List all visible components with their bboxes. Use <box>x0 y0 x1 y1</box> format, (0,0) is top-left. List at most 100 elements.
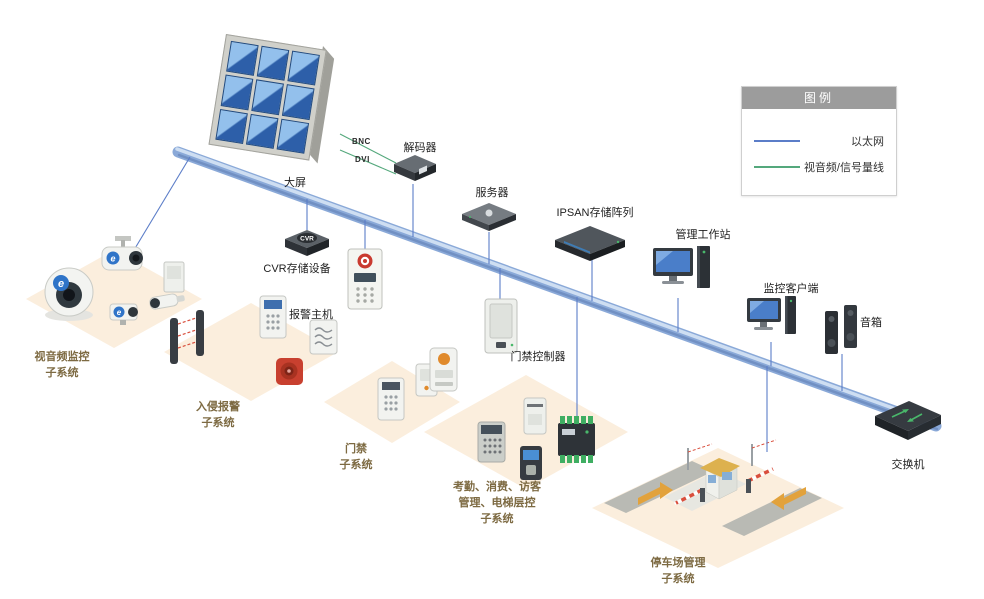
camera-logo: e <box>113 306 125 318</box>
cvr-storage: CVR <box>283 226 331 263</box>
link-dvi <box>339 149 397 175</box>
svg-text:e: e <box>110 254 115 264</box>
access-controller <box>483 298 519 359</box>
ethernet-links <box>133 156 843 452</box>
av-signal-label: 视音频/信号量线 <box>803 162 884 174</box>
workstation-icon <box>653 246 710 288</box>
alarm-keypad <box>258 294 290 347</box>
video-wall-label: 大屏 <box>284 177 306 189</box>
cvr-badge: CVR <box>300 236 314 243</box>
switch-icon <box>875 401 941 440</box>
parking-road-entry <box>604 461 714 513</box>
barrier-gate-entry-icon <box>674 488 705 505</box>
workstation-label: 管理工作站 <box>675 229 731 241</box>
bnc-cable-label: BNC <box>352 137 371 146</box>
attendance-subsystem-label: 考勤、消费、访客 管理、电梯层控 子系统 <box>453 481 541 525</box>
video-wall <box>208 34 356 174</box>
alarm-host <box>346 248 384 315</box>
fingerprint-terminal <box>518 444 546 489</box>
decoder-icon <box>394 155 436 181</box>
monitoring-client <box>746 296 798 347</box>
parking-arrow-exit <box>771 487 806 510</box>
dvi-cable-label: DVI <box>355 155 370 164</box>
dome-camera-icon: e <box>44 267 94 321</box>
bullet-camera <box>146 288 188 321</box>
parking-road-exit <box>722 488 822 536</box>
switch <box>872 394 944 449</box>
barrier-gate-exit-icon <box>746 467 775 493</box>
legend: 图例 以太网 视音频/信号量线 <box>741 86 897 196</box>
svg-text:e: e <box>117 308 122 317</box>
alarm-host-label: 报警主机 <box>289 309 333 321</box>
legend-item-ethernet: 以太网 <box>754 133 884 149</box>
video-surveillance-subsystem-label: 视音频监控 子系统 <box>34 351 90 379</box>
ptz-camera: e <box>96 236 148 289</box>
ethernet-label: 以太网 <box>851 136 884 148</box>
monitoring-client-label: 监控客户端 <box>763 283 819 295</box>
speaker-label: 音箱 <box>860 317 882 329</box>
curtain-detector-icon <box>309 319 338 355</box>
switch-label: 交换机 <box>891 459 925 471</box>
svg-text:e: e <box>58 278 64 290</box>
management-workstation <box>652 246 712 303</box>
signal-links <box>339 133 397 175</box>
pos-terminal <box>476 420 508 471</box>
speaker <box>824 302 860 361</box>
ipsan-storage <box>552 222 628 267</box>
beam-detectors-icon <box>170 310 204 364</box>
parking-lot <box>604 439 822 536</box>
video-wall-icon <box>208 34 327 161</box>
camera-wall-panel-icon <box>163 261 185 293</box>
link-cameras-bus <box>133 156 191 251</box>
ethernet-line-swatch <box>754 140 800 142</box>
siren-icon <box>276 358 303 385</box>
server-icon <box>462 203 516 231</box>
box-camera: e <box>108 296 144 333</box>
siren <box>274 354 306 395</box>
camera-logo: e <box>106 251 120 265</box>
legend-body: 以太网 视音频/信号量线 <box>742 109 896 195</box>
door-reader-keypad <box>376 376 408 429</box>
elevator-controller-plc <box>556 414 598 469</box>
camera-logo: e <box>53 275 69 291</box>
intrusion-alarm-subsystem-label: 入侵报警 子系统 <box>196 401 240 429</box>
visitor-terminal <box>428 346 460 399</box>
speaker-icon <box>825 305 857 354</box>
elevator-controller-icon <box>558 416 595 463</box>
cvr-label: CVR存储设备 <box>263 263 331 275</box>
platform-parking <box>592 448 844 568</box>
av-signal-line-swatch <box>754 166 800 168</box>
monitoring-client-icon <box>747 296 796 334</box>
legend-title: 图例 <box>742 87 896 109</box>
camera-wall-panel <box>162 260 188 301</box>
parking-arrow-entry <box>638 482 673 505</box>
toll-booth-icon <box>700 458 740 500</box>
server-label: 服务器 <box>475 187 509 199</box>
visitor-terminal-icon <box>429 347 458 392</box>
dome-camera: e <box>40 264 98 327</box>
detector-beams <box>687 439 777 453</box>
alarm-keypad-icon <box>259 295 287 339</box>
parking-subsystem-label: 停车场管理 子系统 <box>650 557 706 585</box>
box-camera-icon: e <box>109 303 138 325</box>
ipsan-icon <box>555 226 625 261</box>
cvr-icon: CVR <box>285 230 329 256</box>
decoder <box>392 152 438 189</box>
legend-item-av-signal: 视音频/信号量线 <box>754 159 884 175</box>
beam-detectors <box>166 306 222 373</box>
ipsan-label: IPSAN存储阵列 <box>556 207 634 219</box>
card-reader-terminal <box>522 396 550 443</box>
bullet-camera-icon <box>149 293 185 310</box>
decoder-label: 解码器 <box>403 142 437 154</box>
backbone-bus <box>172 146 942 432</box>
link-bnc <box>339 133 397 164</box>
ptz-camera-icon: e <box>101 236 143 271</box>
server <box>460 200 518 239</box>
curtain-detector <box>308 318 340 363</box>
pos-terminal-icon <box>477 421 506 463</box>
access-controller-icon <box>484 298 518 354</box>
fingerprint-terminal-icon <box>520 446 542 480</box>
access-controller-label: 门禁控制器 <box>510 351 566 363</box>
alarm-host-icon <box>347 248 383 310</box>
